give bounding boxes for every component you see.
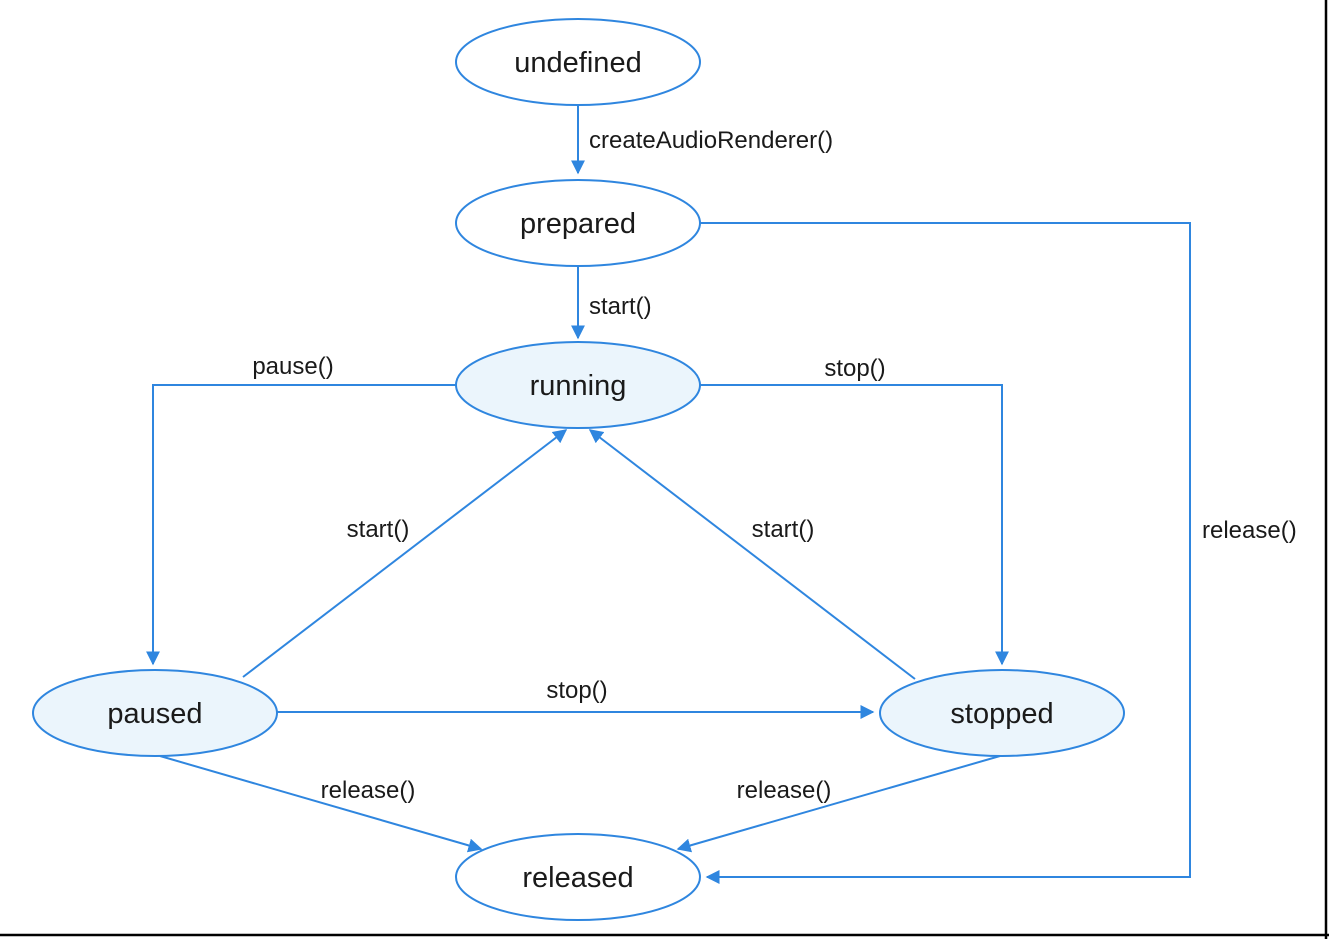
edge-paused-to-released xyxy=(159,755,483,853)
edge-stopped-to-released xyxy=(676,755,1001,853)
edge-label-stop-middle: stop() xyxy=(546,677,607,704)
edge-label-pause: pause() xyxy=(252,353,333,380)
edge-paused-to-running xyxy=(242,429,568,678)
edge-label-release-middle: release() xyxy=(737,777,832,804)
node-label-released: released xyxy=(522,862,633,894)
node-ellipse-released xyxy=(455,833,701,921)
edge-label-release-left: release() xyxy=(321,777,416,804)
node-ellipse-prepared xyxy=(455,179,701,267)
state-node-released: released xyxy=(455,833,701,921)
edge-label-start-right: start() xyxy=(752,516,815,543)
edge-label-stop-right: stop() xyxy=(824,355,885,382)
state-node-prepared: prepared xyxy=(455,179,701,267)
node-ellipse-running xyxy=(455,341,701,429)
edge-label-create-audio-renderer: createAudioRenderer() xyxy=(589,127,833,154)
edge-running-to-paused xyxy=(146,384,456,666)
edge-prepared-to-released xyxy=(700,222,1191,884)
edge-label-release-right: release() xyxy=(1202,517,1297,544)
state-node-undefined: undefined xyxy=(455,18,701,106)
state-node-running: running xyxy=(455,341,701,429)
node-label-paused: paused xyxy=(107,698,202,730)
node-ellipse-undefined xyxy=(455,18,701,106)
edge-label-start-left: start() xyxy=(347,516,410,543)
node-label-running: running xyxy=(530,370,627,402)
state-node-paused: paused xyxy=(32,669,278,757)
node-label-prepared: prepared xyxy=(520,208,636,240)
edge-running-to-stopped xyxy=(700,384,1009,666)
edge-label-start-top: start() xyxy=(589,293,652,320)
node-ellipse-paused xyxy=(32,669,278,757)
node-label-undefined: undefined xyxy=(514,47,641,79)
edge-stopped-to-running xyxy=(588,429,916,680)
node-ellipse-stopped xyxy=(879,669,1125,757)
state-node-stopped: stopped xyxy=(879,669,1125,757)
node-label-stopped: stopped xyxy=(950,698,1053,730)
